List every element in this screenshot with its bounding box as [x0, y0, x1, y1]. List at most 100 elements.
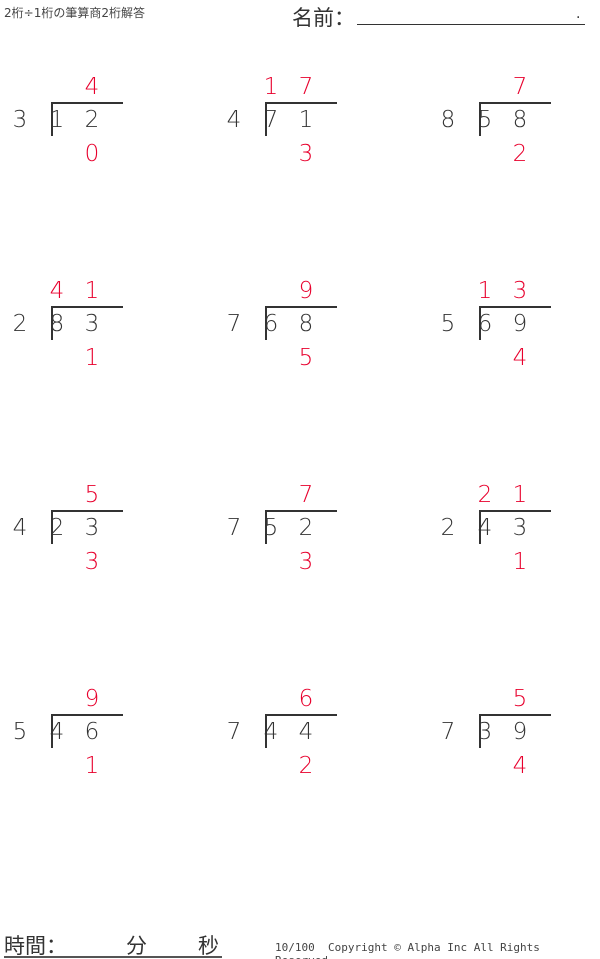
divisor: 7: [226, 719, 242, 745]
division-bracket: [479, 714, 481, 748]
divisor: 5: [12, 719, 28, 745]
division-bracket: [265, 102, 267, 136]
division-problem: 7 4 4 6 2: [222, 686, 352, 802]
divisor: 8: [440, 107, 456, 133]
quotient-ones: 9: [84, 686, 100, 712]
division-problem: 7 3 9 5 4: [436, 686, 566, 802]
remainder: 2: [298, 753, 314, 779]
time-label: 時間：: [4, 934, 67, 958]
dividend-tens: 2: [49, 515, 65, 541]
division-problem: 2 8 3 4 1 1: [8, 278, 138, 394]
division-problem: 5 6 9 1 3 4: [436, 278, 566, 394]
worksheet-title: 2桁÷1桁の筆算商2桁解答: [4, 6, 145, 20]
quotient-tens: 2: [477, 482, 493, 508]
division-bracket: [51, 714, 53, 748]
quotient-ones: 9: [298, 278, 314, 304]
divisor: 2: [12, 311, 28, 337]
dividend-ones: 2: [84, 107, 100, 133]
time-field: 時間： 分 秒: [4, 928, 222, 958]
divisor: 7: [440, 719, 456, 745]
quotient-ones: 5: [512, 686, 528, 712]
dividend-ones: 4: [298, 719, 314, 745]
divisor: 4: [226, 107, 242, 133]
division-bracket: [51, 306, 53, 340]
vinculum: [51, 102, 123, 104]
remainder: 3: [298, 141, 314, 167]
dividend-tens: 6: [477, 311, 493, 337]
remainder: 0: [84, 141, 100, 167]
remainder: 5: [298, 345, 314, 371]
remainder: 3: [298, 549, 314, 575]
dividend-ones: 8: [512, 107, 528, 133]
quotient-tens: 1: [477, 278, 493, 304]
dividend-tens: 8: [49, 311, 65, 337]
vinculum: [479, 714, 551, 716]
division-problem: 2 4 3 2 1 1: [436, 482, 566, 598]
dividend-ones: 9: [512, 311, 528, 337]
copyright: Copyright © Alpha Inc All Rights Reserve…: [275, 941, 540, 959]
division-bracket: [479, 102, 481, 136]
dividend-tens: 5: [477, 107, 493, 133]
divisor: 7: [226, 515, 242, 541]
vinculum: [51, 306, 123, 308]
divisor: 3: [12, 107, 28, 133]
quotient-ones: 7: [298, 74, 314, 100]
remainder: 1: [84, 753, 100, 779]
dividend-ones: 1: [298, 107, 314, 133]
footer: 10/100 Copyright © Alpha Inc All Rights …: [275, 941, 600, 959]
quotient-ones: 6: [298, 686, 314, 712]
quotient-ones: 4: [84, 74, 100, 100]
dividend-tens: 4: [477, 515, 493, 541]
quotient-ones: 5: [84, 482, 100, 508]
divisor: 2: [440, 515, 456, 541]
page-number: 10/100: [275, 941, 315, 954]
division-bracket: [265, 714, 267, 748]
vinculum: [265, 102, 337, 104]
division-bracket: [479, 306, 481, 340]
division-problem: 3 1 2 4 0: [8, 74, 138, 190]
remainder: 1: [512, 549, 528, 575]
remainder: 4: [512, 345, 528, 371]
division-bracket: [51, 102, 53, 136]
dividend-ones: 6: [84, 719, 100, 745]
vinculum: [265, 714, 337, 716]
quotient-ones: 7: [512, 74, 528, 100]
quotient-ones: 1: [512, 482, 528, 508]
remainder: 3: [84, 549, 100, 575]
dividend-ones: 3: [84, 515, 100, 541]
division-problem: 8 5 8 7 2: [436, 74, 566, 190]
dividend-ones: 2: [298, 515, 314, 541]
dividend-tens: 4: [49, 719, 65, 745]
name-dot: .: [576, 6, 581, 22]
division-bracket: [265, 306, 267, 340]
divisor: 5: [440, 311, 456, 337]
division-problem: 5 4 6 9 1: [8, 686, 138, 802]
dividend-tens: 6: [263, 311, 279, 337]
name-label: 名前：: [292, 6, 355, 30]
divisor: 7: [226, 311, 242, 337]
dividend-tens: 1: [49, 107, 65, 133]
seconds-label: 秒: [198, 934, 219, 958]
vinculum: [51, 714, 123, 716]
dividend-tens: 3: [477, 719, 493, 745]
dividend-tens: 4: [263, 719, 279, 745]
vinculum: [479, 102, 551, 104]
division-problem: 4 2 3 5 3: [8, 482, 138, 598]
divisor: 4: [12, 515, 28, 541]
remainder: 2: [512, 141, 528, 167]
quotient-tens: 4: [49, 278, 65, 304]
quotient-ones: 7: [298, 482, 314, 508]
division-problem: 4 7 1 1 7 3: [222, 74, 352, 190]
division-bracket: [265, 510, 267, 544]
division-bracket: [51, 510, 53, 544]
remainder: 1: [84, 345, 100, 371]
division-problem: 7 6 8 9 5: [222, 278, 352, 394]
vinculum: [265, 510, 337, 512]
dividend-ones: 3: [84, 311, 100, 337]
quotient-ones: 3: [512, 278, 528, 304]
quotient-tens: 1: [263, 74, 279, 100]
remainder: 4: [512, 753, 528, 779]
dividend-ones: 9: [512, 719, 528, 745]
vinculum: [265, 306, 337, 308]
